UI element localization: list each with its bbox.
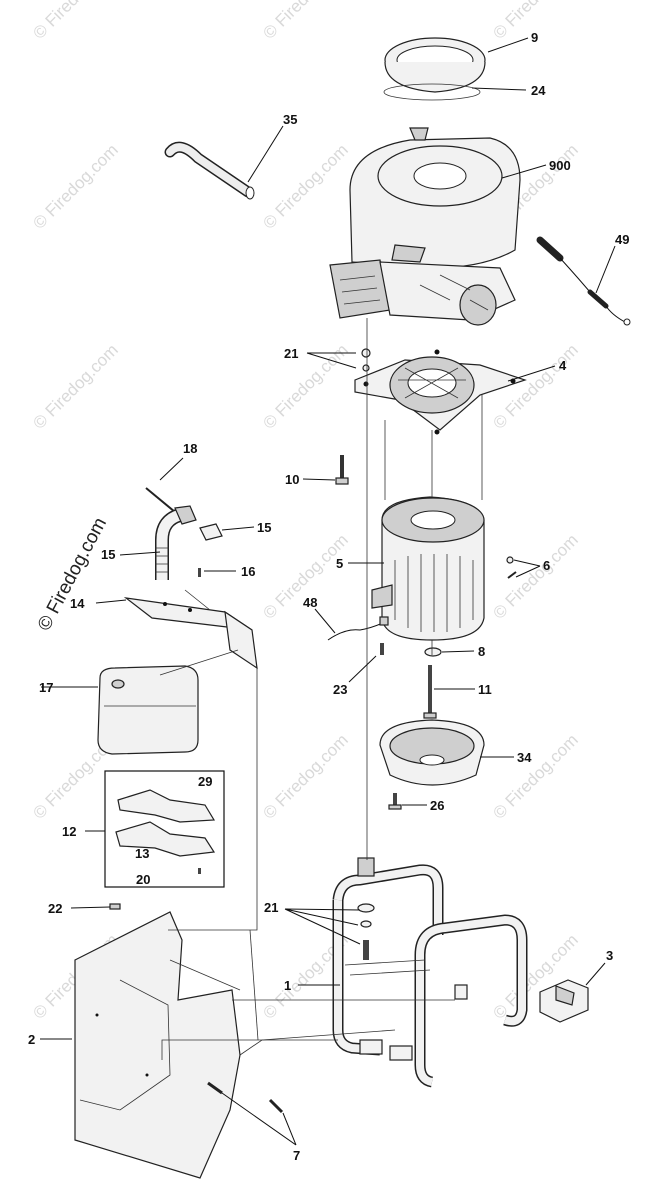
watermark-prominent: © Firedog.com: [34, 514, 111, 634]
callout-35: 35: [283, 112, 297, 127]
screw-part: [380, 643, 384, 655]
watermark: © Firedog.com: [489, 730, 581, 822]
callout-18: 18: [183, 441, 197, 456]
callout-13: 13: [135, 846, 149, 861]
screw-part: [388, 793, 402, 810]
callout-20: 20: [136, 872, 150, 887]
callout-48: 48: [303, 595, 317, 610]
hose-part: [164, 141, 255, 200]
callout-23: 23: [333, 682, 347, 697]
muffler-pipe-part: [145, 487, 223, 580]
callout-26: 26: [430, 798, 444, 813]
callout-3: 3: [606, 948, 613, 963]
callout-12: 12: [62, 824, 76, 839]
assembly-guide-lines: [159, 318, 483, 1060]
through-bolt-part: [423, 665, 437, 719]
callout-24: 24: [531, 83, 546, 98]
callout-17: 17: [39, 680, 53, 695]
callout-16: 16: [241, 564, 255, 579]
callout-11: 11: [478, 682, 492, 697]
callout-21: 21: [284, 346, 298, 361]
foot-pad-part: [539, 979, 589, 1023]
callout-21: 21: [264, 900, 278, 915]
generator-stator-part: [371, 496, 485, 641]
callout-8: 8: [478, 644, 485, 659]
watermark: © Firedog.com: [259, 0, 351, 43]
callout-2: 2: [28, 1032, 35, 1047]
callout-5: 5: [336, 556, 343, 571]
watermark: © Firedog.com: [29, 140, 121, 232]
callout-7: 7: [293, 1148, 300, 1163]
heat-shield-bracket-part: [123, 597, 258, 670]
watermark: © Firedog.com: [29, 0, 121, 43]
watermark: © Firedog.com: [259, 340, 351, 432]
watermark: © Firedog.com: [489, 530, 581, 622]
screw-part: [506, 556, 517, 579]
callout-10: 10: [285, 472, 299, 487]
callout-15: 15: [257, 520, 271, 535]
end-cover-part: [379, 719, 485, 786]
callout-4: 4: [559, 358, 567, 373]
callout-14: 14: [70, 596, 85, 611]
screw-part: [207, 1081, 284, 1114]
callout-900: 900: [549, 158, 571, 173]
callout-29: 29: [198, 774, 212, 789]
callout-1: 1: [284, 978, 291, 993]
frame-part: [332, 864, 528, 1088]
leader-lines: [40, 37, 616, 1146]
watermark: © Firedog.com: [259, 140, 351, 232]
adapter-plate-part: [354, 348, 527, 435]
air-filter-ring-part: [383, 37, 486, 101]
washer-part: [424, 647, 442, 657]
callout-34: 34: [517, 750, 532, 765]
gasket-kit-box: [104, 770, 225, 888]
watermark: © Firedog.com: [29, 340, 121, 432]
muffler-part: [97, 665, 199, 755]
screw-part: [109, 903, 121, 910]
callout-49: 49: [615, 232, 629, 247]
engine-part: [329, 127, 521, 326]
callout-6: 6: [543, 558, 550, 573]
callout-9: 9: [531, 30, 538, 45]
callout-22: 22: [48, 901, 62, 916]
callout-labels: 9 24 35 900 49 21 4 18 10 15 15 16 5 6 1…: [28, 30, 629, 1163]
watermark: © Firedog.com: [259, 730, 351, 822]
vibration-mount-part: [357, 857, 375, 960]
bolt-part: [335, 455, 349, 485]
callout-15: 15: [101, 547, 115, 562]
wire-lead-part: [327, 616, 389, 641]
side-panel-part: [74, 911, 241, 1179]
sensor-cable-part: [536, 236, 631, 326]
